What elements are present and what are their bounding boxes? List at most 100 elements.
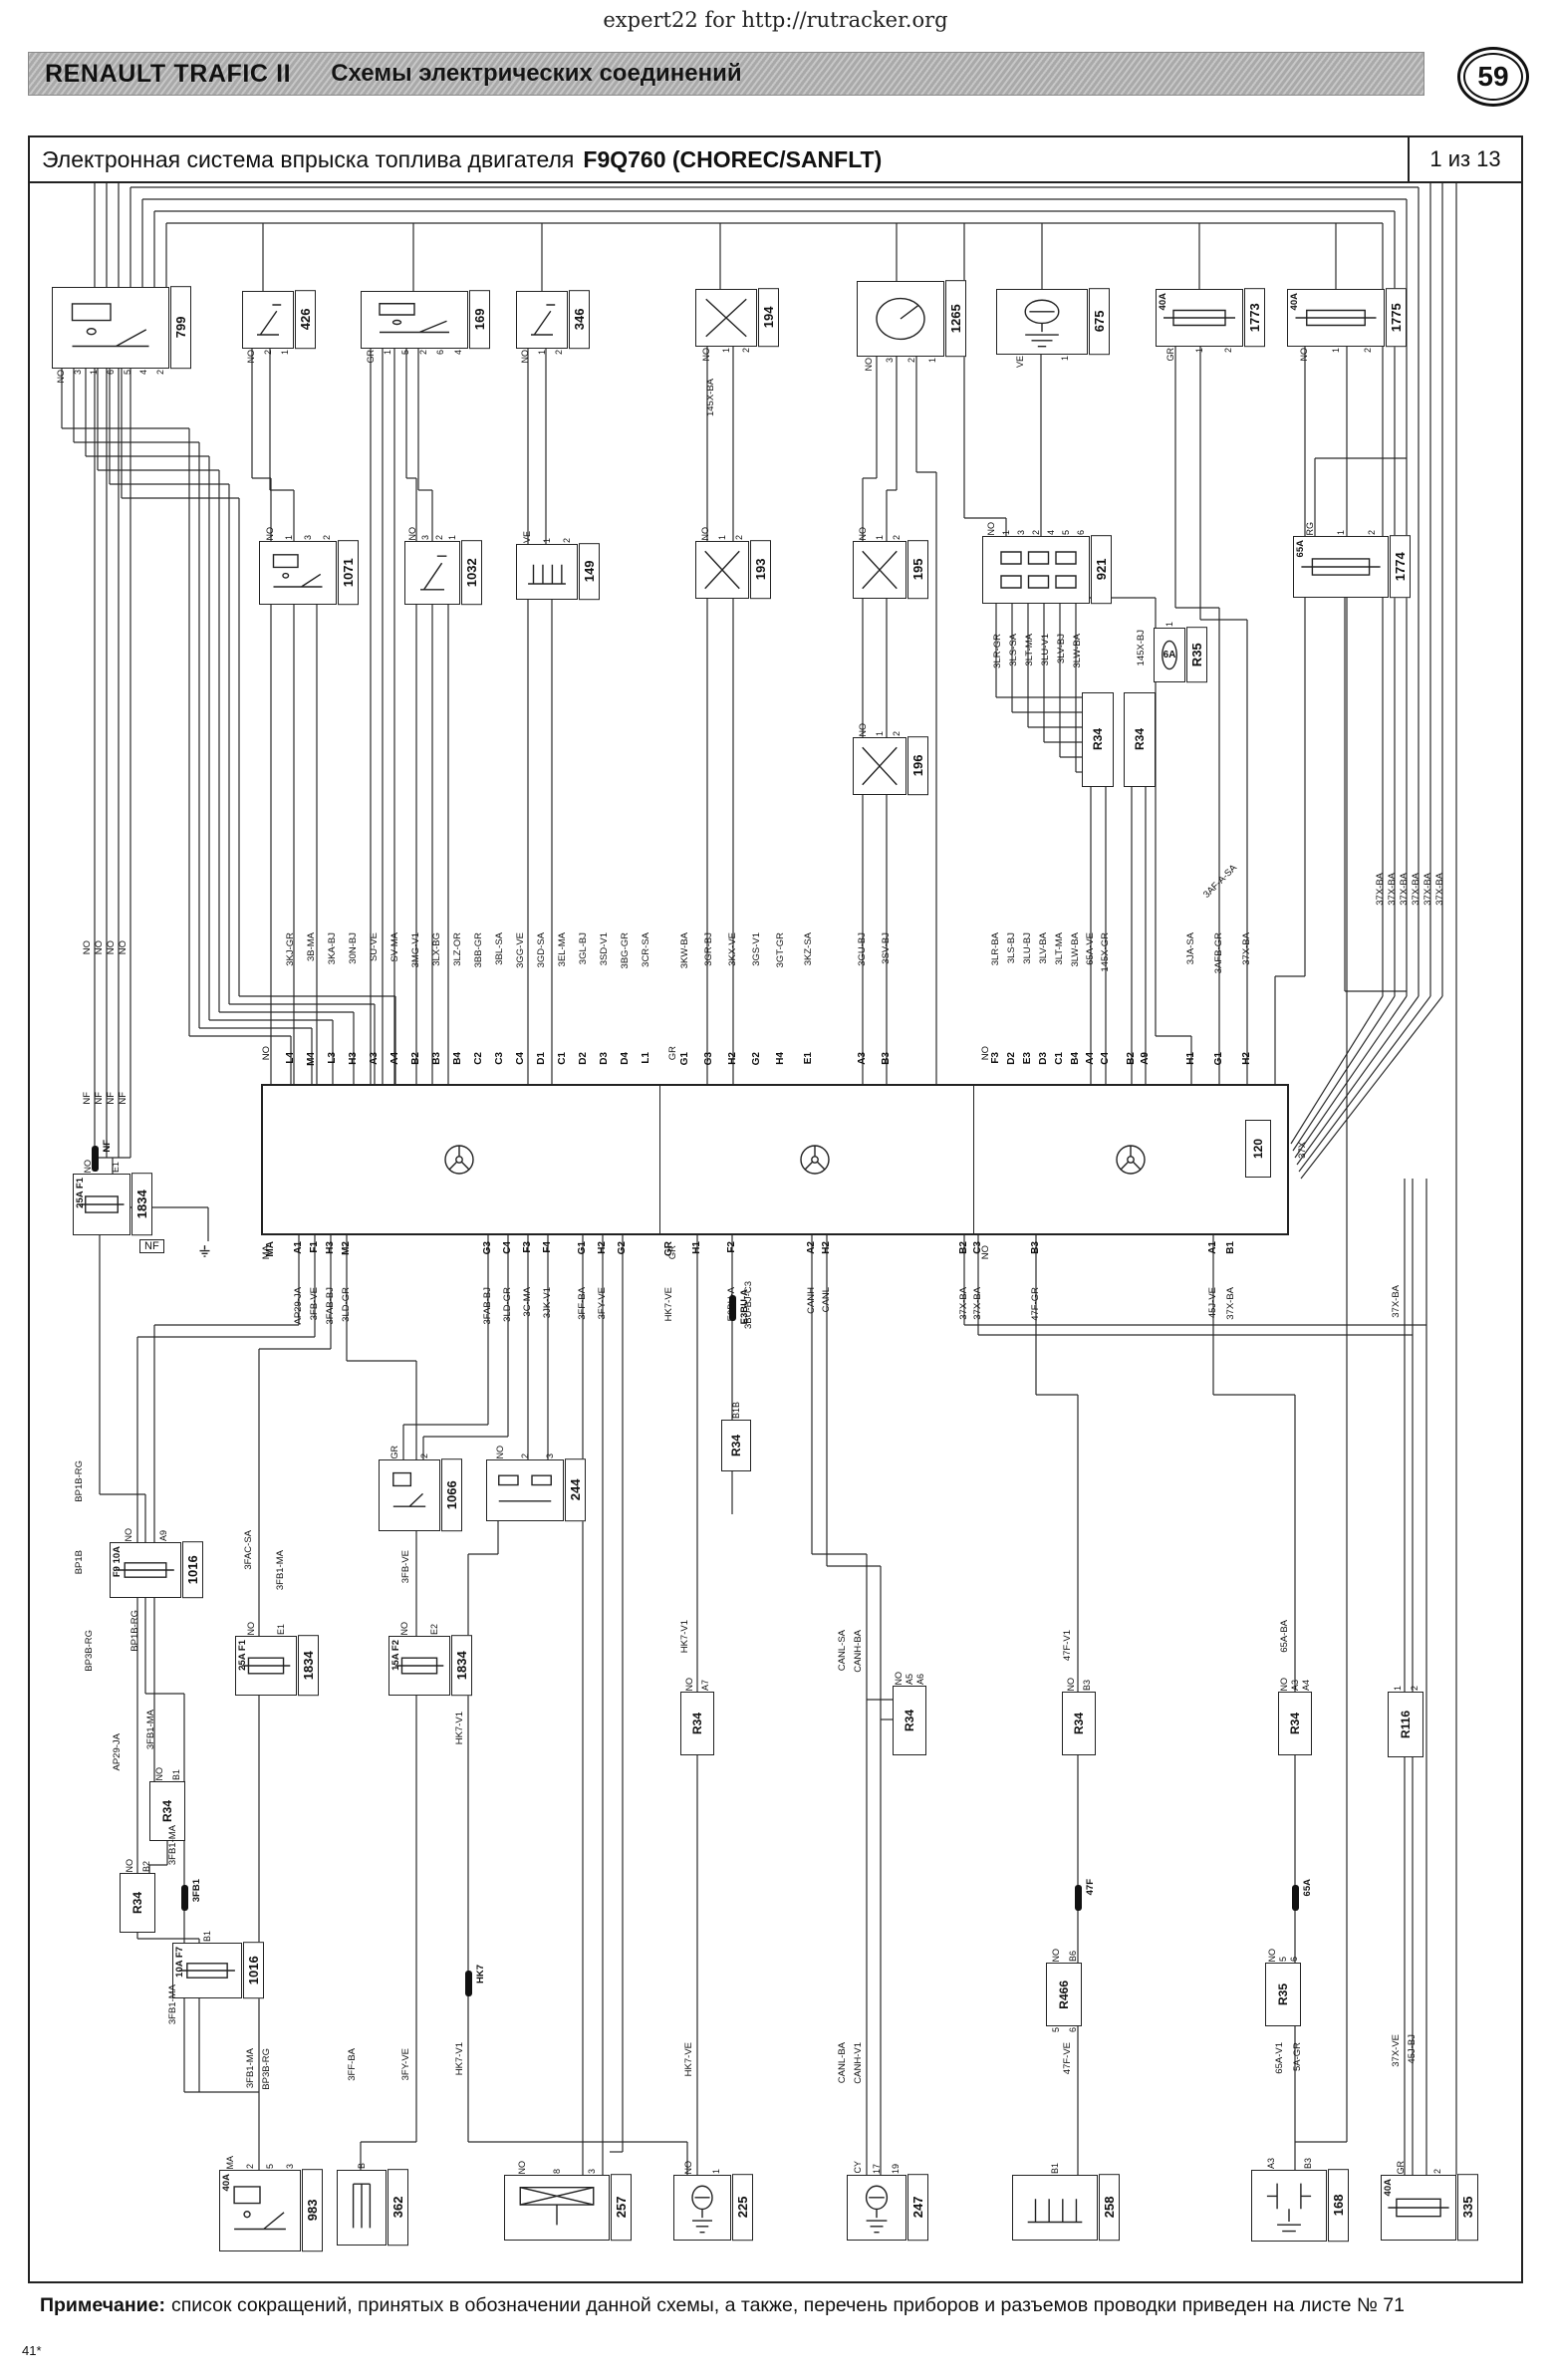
pin-label: 2 (1431, 2168, 1442, 2174)
splice-connector (1291, 1885, 1299, 1911)
wire-label: NO (261, 1046, 272, 1061)
pin-label: 2 (519, 1453, 530, 1458)
wire-label: 3GD-SA (536, 932, 547, 968)
component-number: R34 (1288, 1712, 1302, 1734)
pin-label: 5 (1061, 529, 1072, 535)
wire-label: C1 (557, 1052, 568, 1065)
footnote-label: Примечание: (40, 2293, 165, 2316)
injector-icon (508, 2179, 606, 2237)
component-number: 1265 (945, 280, 966, 358)
wire-label: C1 (1054, 1052, 1065, 1065)
rating-label: 25A F1 (237, 1640, 248, 1671)
wire-label: BP3B-RG (84, 1630, 95, 1672)
pin-label: 2 (1367, 529, 1378, 535)
component-number: R34 (903, 1709, 916, 1731)
component-number: 335 (1457, 2174, 1478, 2242)
x-icon (857, 741, 903, 791)
pin-label: 2 (905, 358, 916, 364)
pin-label: 5 (122, 370, 132, 376)
rating-label: 65A (1295, 540, 1306, 558)
wire-label: C4 (502, 1241, 513, 1254)
pin-label: E1 (111, 1161, 121, 1173)
component-R34: R34 (1082, 692, 1114, 787)
wire-label: 37X-BA (972, 1287, 983, 1320)
pin-label: GR (389, 1445, 399, 1459)
pin-label: B1 (202, 1930, 212, 1942)
pin-label: 2 (1363, 348, 1373, 354)
watermark-text: expert22 for http://rutracker.org (603, 8, 948, 32)
wire-label: 3GU-BJ (857, 932, 868, 966)
component-number: R116 (1399, 1710, 1413, 1739)
wire-label: 37X-BA (1387, 873, 1398, 906)
component-120: 120 (1245, 1120, 1271, 1178)
component-number: 1834 (451, 1635, 472, 1697)
wire-label: 3FB1-MA (167, 1825, 178, 1866)
wire-label: L4 (285, 1052, 296, 1064)
pin-label: 1 (927, 358, 938, 364)
wire-label: B3 (431, 1052, 442, 1065)
pin-label: GR (365, 350, 376, 364)
wire-label: B2 (958, 1241, 969, 1254)
wire-label: A4 (1085, 1052, 1096, 1065)
component-number: 1066 (441, 1458, 462, 1532)
wire-label: HK7-V1 (454, 1712, 465, 1745)
component-number: 1032 (461, 540, 482, 606)
splice-connector (1074, 1885, 1082, 1911)
pin-label: VE (522, 530, 532, 543)
rating-label: F9 10A (112, 1546, 123, 1578)
pin-label: E1 (276, 1623, 286, 1635)
pin-label: 3 (885, 358, 896, 364)
wire-label: 3KJ-GR (285, 932, 296, 966)
pin-label: 1 (536, 350, 547, 356)
pin-label: 1 (1164, 621, 1174, 627)
wire-label: E3BU-A (726, 1287, 737, 1322)
pin-label: 1 (447, 534, 458, 540)
component-number: 247 (907, 2174, 928, 2242)
pin-label: 17 (871, 2163, 882, 2174)
wire-label: C4 (515, 1052, 526, 1065)
pin-label: 3 (285, 2163, 295, 2169)
wire-label: 47F-V1 (1062, 1630, 1073, 1662)
wire-label: 3FB-VE (400, 1550, 411, 1584)
component-number: 169 (469, 290, 490, 350)
relay-icon (263, 545, 333, 601)
wire-label: 3KW-BA (679, 932, 690, 969)
wire-label: C3 (494, 1052, 505, 1065)
comb-icon (520, 548, 574, 596)
x-icon (699, 293, 753, 343)
pin-label: CY (852, 2161, 863, 2174)
fuse-icon (239, 1640, 293, 1692)
pin-label: 3 (302, 534, 313, 540)
component-number: 257 (611, 2174, 632, 2242)
pin-label: 1 (1059, 356, 1070, 362)
pin-label: NO (1299, 348, 1309, 362)
splice-connector (728, 1295, 736, 1321)
pin-label: NO (1066, 1677, 1076, 1692)
wire-label: NF (106, 1092, 117, 1105)
pin-label: B2 (140, 1860, 151, 1872)
wire-label: H2 (1241, 1052, 1252, 1065)
page-number-badge: 59 (1457, 47, 1529, 107)
wire-label: A2 (806, 1241, 817, 1254)
corner-mark: 41* (22, 2343, 42, 2358)
wire-label: 3FY-VE (400, 2048, 411, 2081)
wire-label: HK7-VE (683, 2042, 694, 2077)
wire-label: 145X-BA (705, 379, 716, 417)
wire-label: A4 (389, 1052, 400, 1065)
wire-label: 3FAC-SA (243, 1530, 254, 1570)
wire-label: 37X-BA (1375, 873, 1386, 906)
